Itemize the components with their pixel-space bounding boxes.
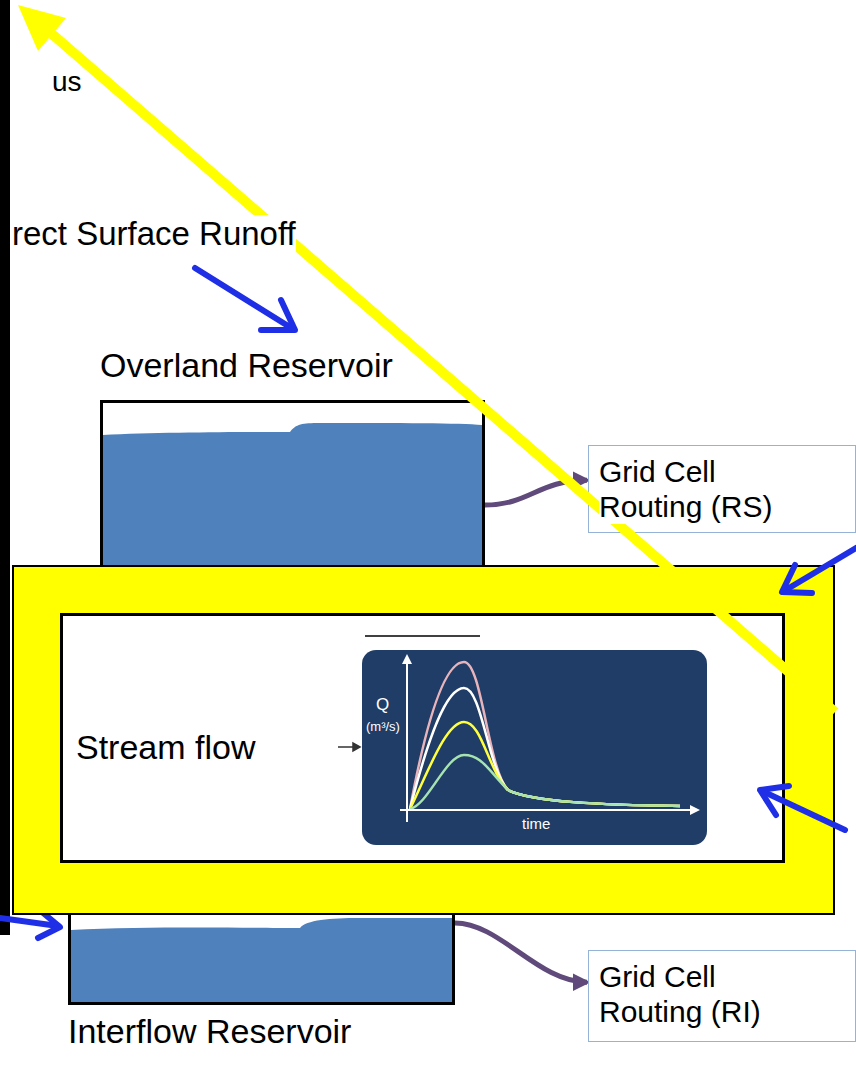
reservoir-outline — [68, 915, 455, 1005]
text-holder: us — [52, 66, 82, 98]
reservoir-box: Interflow Reservoir — [68, 915, 455, 1051]
runoff-arrow-head — [261, 300, 295, 330]
chart-pointer — [338, 743, 360, 751]
slide-text-fragment: rect Surface Runoff — [12, 215, 296, 253]
reservoir-box: Overland Reservoir — [100, 345, 485, 585]
highlight-box: Stream flow Q (m³/s) time — [12, 565, 835, 915]
text-holder: Q — [376, 696, 389, 715]
axis-label: time — [522, 816, 550, 833]
routing-connector — [485, 480, 587, 505]
hydrograph-curve — [410, 755, 680, 809]
slide-text-fragment: us — [52, 66, 82, 98]
interflow-water — [71, 918, 452, 1002]
chart-pointer-head — [353, 743, 360, 751]
text-holder: (m³/s) — [366, 720, 400, 734]
text-holder: Stream flow — [76, 727, 256, 767]
overland-water — [103, 423, 482, 585]
routing-inflow-arrow-bottom — [760, 786, 845, 830]
x-axis — [400, 809, 692, 811]
routing-box: Grid Cell Routing (RI) — [588, 950, 856, 1042]
routing-text: Grid Cell Routing (RS) — [599, 454, 799, 524]
arrow-head — [782, 565, 812, 593]
arrow-head — [760, 786, 789, 815]
hydrograph-curve — [410, 722, 680, 809]
text-holder: time — [522, 816, 550, 833]
axis-label: (m³/s) — [366, 720, 400, 734]
highlight-arrow-head — [18, 5, 66, 51]
routing-text: Grid Cell Routing (RI) — [599, 959, 799, 1029]
y-axis — [406, 662, 408, 822]
inflow-arrow-head — [38, 912, 60, 938]
runoff-arrow — [195, 268, 295, 330]
inflow-arrow — [0, 912, 60, 938]
reservoir-outline — [100, 400, 485, 585]
x-axis-head — [690, 805, 700, 815]
arrow-shaft — [762, 791, 845, 830]
dark-panel-edge — [0, 0, 10, 935]
highlight-pointer-arrow — [18, 5, 835, 712]
arrow-shaft — [784, 548, 856, 591]
hydrograph-chart: Q (m³/s) time — [362, 650, 707, 845]
reservoir-label: Overland Reservoir — [100, 345, 393, 385]
runoff-arrow-shaft — [195, 268, 293, 329]
hydrograph-curve — [410, 688, 680, 809]
axis-label: Q — [376, 696, 389, 715]
chart-pointer-shaft — [338, 746, 355, 748]
inflow-arrow-shaft — [0, 918, 58, 926]
highlight-arrow-shaft — [52, 34, 835, 712]
text-holder: rect Surface Runoff — [12, 215, 296, 253]
stream-flow-label: Stream flow — [76, 727, 256, 767]
y-axis-head — [402, 654, 412, 664]
chart-overline — [365, 635, 480, 637]
reservoir-label: Interflow Reservoir — [68, 1011, 351, 1051]
routing-inflow-arrow-top — [782, 548, 856, 593]
routing-connector — [455, 923, 587, 982]
routing-box: Grid Cell Routing (RS) — [588, 445, 856, 533]
hydrograph-curve — [410, 662, 680, 809]
